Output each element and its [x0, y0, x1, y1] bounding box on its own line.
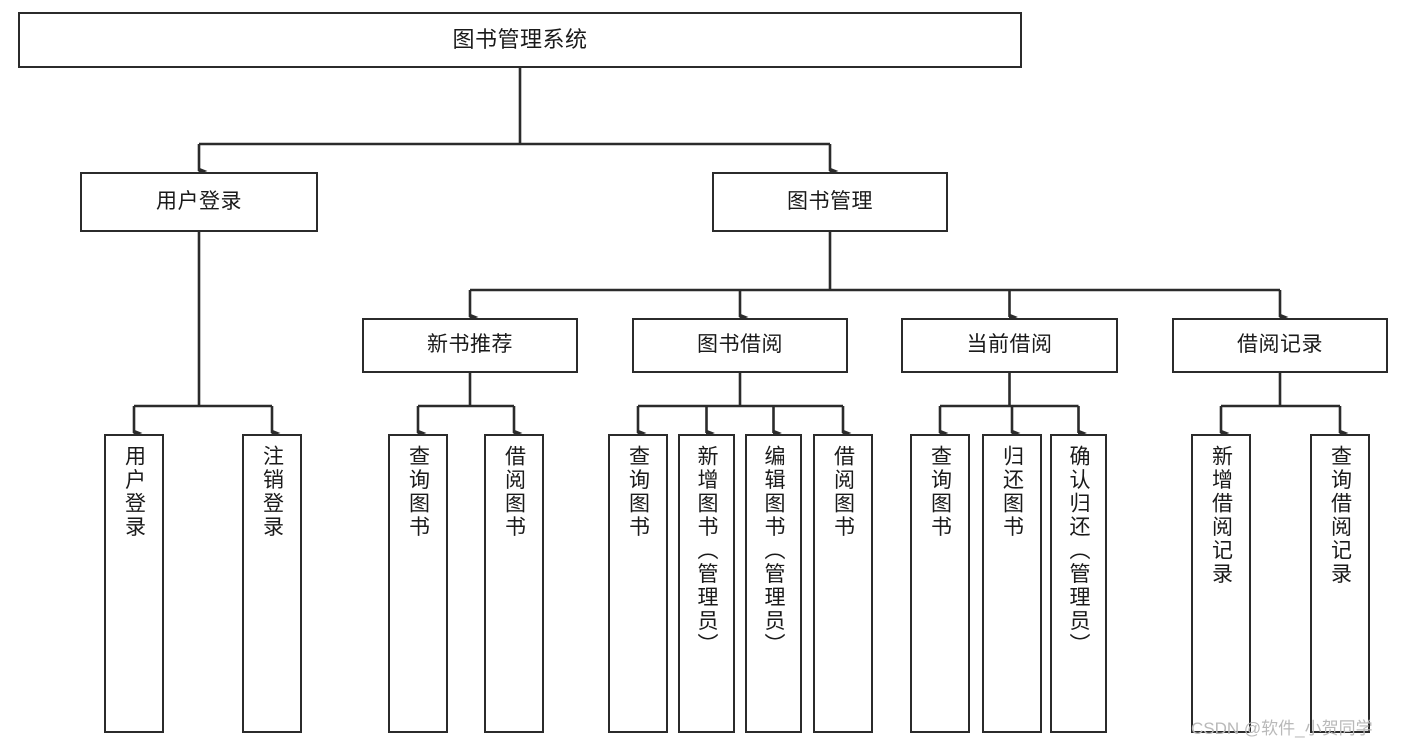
node-leaf-query-book-1[interactable]: 查询图书: [388, 434, 448, 733]
node-leaf-query-book-2[interactable]: 查询图书: [608, 434, 668, 733]
node-login[interactable]: 用户登录: [80, 172, 318, 232]
node-label: 用户登录: [122, 445, 146, 539]
node-label: 新增借阅记录: [1209, 445, 1233, 586]
node-label: 归还图书: [1000, 445, 1024, 539]
node-label: 借阅图书: [831, 445, 855, 539]
node-bookmgmt[interactable]: 图书管理: [712, 172, 948, 232]
node-leaf-confirm-return[interactable]: 确认归还（管理员）: [1050, 434, 1107, 733]
node-label: 确认归还（管理员）: [1067, 445, 1090, 657]
node-leaf-logout[interactable]: 注销登录: [242, 434, 302, 733]
node-leaf-edit-book[interactable]: 编辑图书（管理员）: [745, 434, 802, 733]
node-leaf-add-record[interactable]: 新增借阅记录: [1191, 434, 1251, 733]
node-label: 编辑图书（管理员）: [762, 445, 785, 657]
node-label: 新增图书（管理员）: [695, 445, 718, 657]
node-root[interactable]: 图书管理系统: [18, 12, 1022, 68]
node-label: 用户登录: [156, 189, 242, 213]
node-label: 注销登录: [260, 445, 284, 539]
node-label: 图书管理系统: [452, 27, 588, 53]
node-label: 借阅图书: [502, 445, 526, 539]
node-leaf-add-book[interactable]: 新增图书（管理员）: [678, 434, 735, 733]
node-borrow[interactable]: 图书借阅: [632, 318, 848, 373]
node-leaf-return-book[interactable]: 归还图书: [982, 434, 1042, 733]
node-leaf-borrow-book-2[interactable]: 借阅图书: [813, 434, 873, 733]
node-label: 当前借阅: [966, 333, 1053, 357]
node-leaf-user-login[interactable]: 用户登录: [104, 434, 164, 733]
node-label: 借阅记录: [1237, 333, 1323, 357]
node-label: 查询图书: [928, 445, 952, 539]
node-leaf-query-record[interactable]: 查询借阅记录: [1310, 434, 1370, 733]
node-leaf-query-book-3[interactable]: 查询图书: [910, 434, 970, 733]
node-records[interactable]: 借阅记录: [1172, 318, 1388, 373]
node-current[interactable]: 当前借阅: [901, 318, 1118, 373]
node-label: 新书推荐: [427, 333, 513, 357]
node-label: 查询图书: [626, 445, 650, 539]
node-leaf-borrow-book-1[interactable]: 借阅图书: [484, 434, 544, 733]
node-label: 图书借阅: [697, 333, 783, 357]
node-label: 查询借阅记录: [1328, 445, 1352, 586]
node-label: 图书管理: [787, 189, 873, 213]
node-newbook[interactable]: 新书推荐: [362, 318, 578, 373]
node-label: 查询图书: [406, 445, 430, 539]
